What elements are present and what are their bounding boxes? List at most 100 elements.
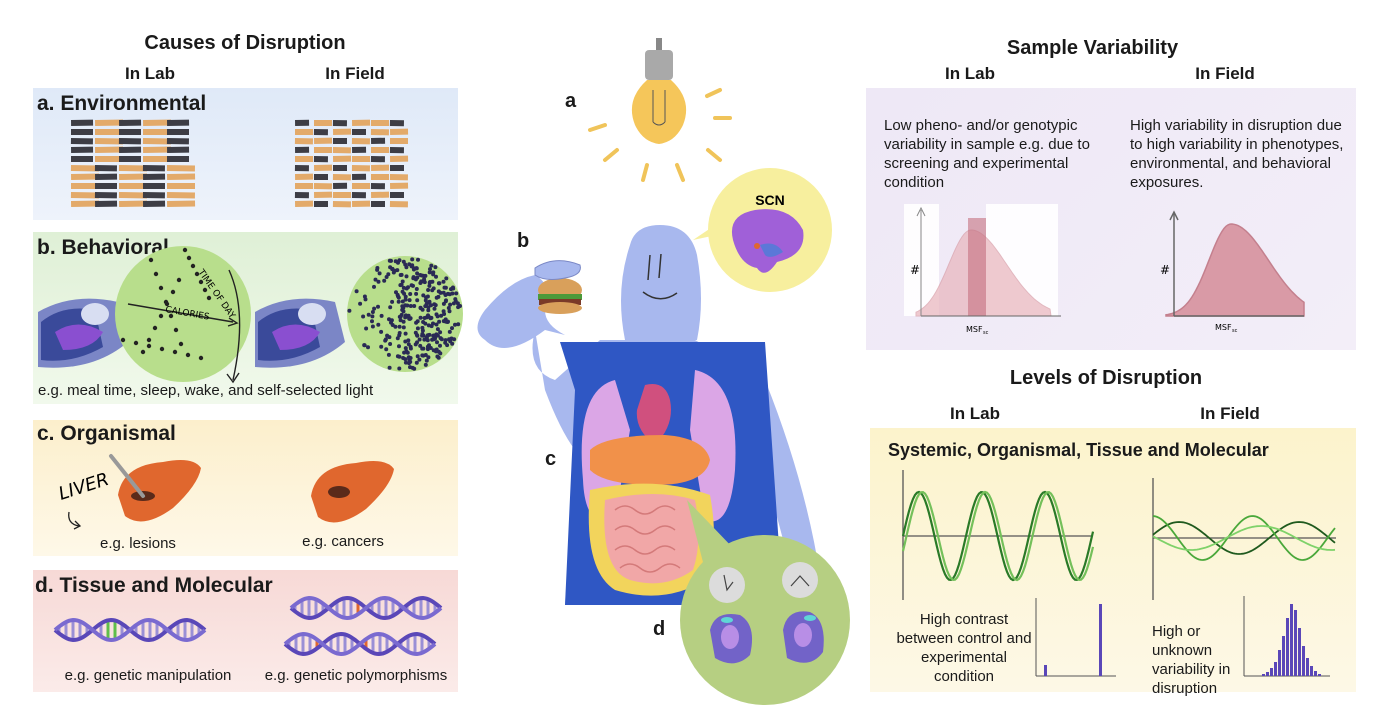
brick (314, 137, 333, 144)
dot (358, 301, 363, 306)
dot (172, 349, 178, 355)
behavioral-illustration: CALORIES TIME OF DAY (38, 246, 463, 384)
dot (446, 319, 450, 324)
dot (366, 345, 370, 350)
dot (414, 266, 419, 271)
left-col-lab: In Lab (124, 64, 176, 83)
hist-bar (1266, 672, 1269, 676)
dot (414, 287, 419, 291)
brick (314, 191, 333, 198)
brick (370, 137, 386, 144)
brick (352, 173, 367, 180)
dot (417, 357, 422, 362)
dot (424, 358, 429, 363)
dot (185, 352, 191, 358)
dot (406, 338, 411, 343)
brick (294, 192, 309, 199)
brick (389, 120, 404, 127)
dot (164, 301, 170, 307)
dot (426, 355, 431, 360)
dot (437, 319, 442, 324)
brick (351, 164, 370, 172)
dot (420, 328, 425, 333)
organismal-illustration: LIVER (56, 454, 394, 530)
env-field-pattern (294, 119, 409, 208)
dot (445, 343, 450, 348)
brick (294, 146, 310, 153)
dot (361, 314, 366, 319)
brick (119, 146, 142, 153)
dot (431, 270, 436, 275)
brick (371, 174, 389, 180)
strand (289, 595, 443, 621)
dot (168, 313, 174, 319)
hist-bar (1318, 674, 1321, 676)
dot (397, 258, 402, 263)
levels-lab-text: High contrast between control and experi… (896, 611, 1032, 685)
brick (295, 173, 314, 180)
dot (408, 356, 413, 360)
dot (421, 293, 426, 298)
dot (347, 308, 352, 313)
environmental-title: a. Environmental (37, 92, 207, 115)
dot (354, 289, 359, 294)
dot (398, 318, 403, 323)
dot (428, 280, 433, 284)
brick (166, 146, 190, 153)
dot (376, 279, 381, 284)
brick (333, 128, 352, 135)
lab-y-label: # (910, 263, 920, 277)
lab-hist-bar-control (1044, 665, 1047, 676)
dot (425, 333, 430, 338)
field-wave-2 (1152, 515, 1336, 561)
dot (436, 355, 441, 360)
dot (422, 316, 427, 320)
dot (404, 274, 409, 279)
dna-lab (53, 617, 207, 643)
dot (190, 263, 196, 269)
brick (370, 129, 389, 136)
brick (371, 191, 390, 198)
dot (362, 294, 367, 299)
dot (198, 355, 204, 361)
dot (366, 312, 371, 317)
dot (410, 263, 415, 268)
hist-bar (1262, 674, 1265, 676)
dot (146, 343, 152, 349)
dot (433, 265, 438, 270)
brick (352, 156, 370, 162)
dot (403, 357, 408, 362)
dot (393, 324, 398, 329)
dot (428, 316, 433, 321)
brick (118, 200, 148, 207)
field-sleeper (255, 298, 345, 368)
sample-distributions: # # MSF sc MSF sc (904, 204, 1305, 336)
tissue-title: d. Tissue and Molecular (35, 574, 273, 597)
dot (423, 304, 428, 309)
dot (393, 259, 398, 264)
dot (384, 275, 389, 279)
dot (423, 362, 428, 367)
brick (295, 183, 313, 189)
dot (434, 274, 438, 279)
sample-col-lab: In Lab (944, 64, 996, 83)
dot (412, 304, 417, 308)
brick (371, 201, 385, 207)
organismal-caption-field: e.g. cancers (302, 533, 384, 550)
dot (438, 351, 443, 356)
dot (202, 287, 208, 293)
brick (295, 200, 314, 207)
dot (182, 247, 188, 253)
dot (153, 271, 159, 277)
brick (371, 164, 390, 171)
dot (158, 313, 164, 319)
dot (377, 271, 382, 276)
brick (167, 156, 189, 162)
field-wave-3 (1152, 525, 1336, 551)
dot (451, 285, 455, 290)
dot (405, 303, 410, 308)
dot (427, 283, 432, 288)
hist-bar (1298, 628, 1301, 676)
dot (415, 326, 420, 331)
brick (70, 200, 100, 207)
